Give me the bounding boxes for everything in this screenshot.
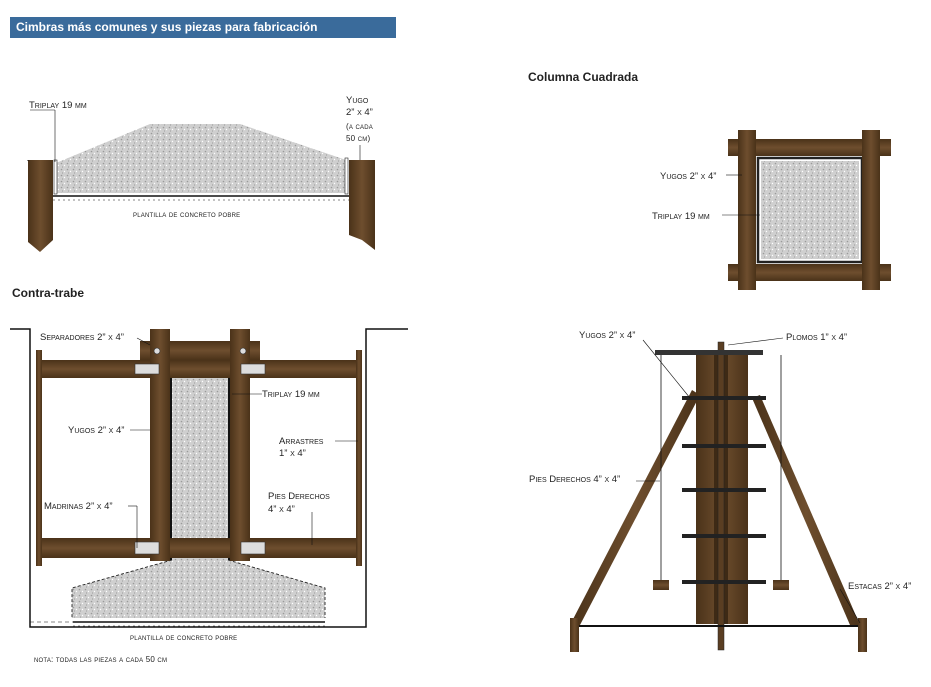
brace-diag-left	[570, 390, 700, 625]
brace-right	[356, 350, 362, 566]
beam-concrete	[72, 363, 325, 618]
footing-diagram: Triplay 19 mm Yugo 2” x 4” (a cada 50 cm…	[27, 95, 375, 252]
label-yugo-tl-4: 50 cm)	[346, 134, 370, 143]
label-yugo-tl-2: 2” x 4”	[346, 107, 373, 118]
label-triplay-bl: Triplay 19 mm	[262, 389, 320, 400]
label-yugos-bl: Yugos 2” x 4”	[68, 425, 124, 436]
column-yoke-left	[738, 130, 756, 290]
label-yugo-tl-1: Yugo	[346, 95, 369, 106]
yoke-right	[230, 329, 250, 561]
column-yoke-bottom	[728, 264, 891, 281]
wale-top	[36, 360, 358, 378]
footing-plywood-left	[53, 159, 58, 195]
column-yoke-top	[728, 139, 891, 156]
brace-left	[36, 350, 42, 566]
wale-bottom	[36, 538, 358, 558]
contra-trabe-diagram: Contra-trabe Sep	[10, 286, 408, 664]
yoke-left	[150, 329, 170, 561]
excavation-outline	[10, 328, 408, 628]
column-yoke-right	[862, 130, 880, 290]
label-plantilla-tl: plantilla de concreto pobre	[133, 210, 240, 219]
label-arrastres-1: Arrastres	[279, 436, 324, 447]
label-plantilla-bl: plantilla de concreto pobre	[130, 633, 237, 642]
title-columna: Columna Cuadrada	[528, 70, 638, 84]
label-triplay-tl: Triplay 19 mm	[29, 100, 87, 111]
section-header: Cimbras más comunes y sus piezas para fa…	[10, 17, 396, 38]
label-pies-br: Pies Derechos 4” x 4”	[529, 474, 620, 485]
brace-diag-right	[752, 395, 860, 625]
column-concrete	[761, 161, 859, 259]
footing-yoke-left	[28, 160, 53, 252]
label-separadores: Separadores 2” x 4”	[40, 332, 124, 343]
label-yugos-tr: Yugos 2” x 4”	[660, 171, 716, 182]
footing-plywood-right	[344, 157, 349, 195]
square-column-diagram: Columna Cuadrada Yugos 2” x 4” Triplay 1…	[528, 70, 891, 290]
footing-yoke-right	[349, 160, 375, 250]
stake-left	[570, 618, 579, 652]
label-estacas: Estacas 2” x 4”	[848, 581, 911, 592]
label-yugos-br: Yugos 2” x 4”	[579, 330, 635, 341]
stake-right	[858, 618, 867, 652]
label-pies-bl-2: 4” x 4”	[268, 504, 295, 515]
note-piezas: nota: todas las piezas a cada 50 cm	[34, 655, 167, 664]
label-pies-bl-1: Pies Derechos	[268, 491, 330, 502]
label-madrinas: Madrinas 2” x 4”	[44, 501, 113, 512]
label-plomos: Plomos 1” x 4”	[786, 332, 847, 343]
label-triplay-tr: Triplay 19 mm	[652, 211, 710, 222]
braced-column-diagram: Yugos 2” x 4” Plomos 1” x 4” Pies Derech…	[529, 330, 911, 652]
label-yugo-tl-3: (a cada	[346, 122, 373, 131]
title-contratrabe: Contra-trabe	[12, 286, 84, 300]
footing-concrete	[56, 124, 346, 193]
label-arrastres-2: 1” x 4”	[279, 448, 306, 459]
